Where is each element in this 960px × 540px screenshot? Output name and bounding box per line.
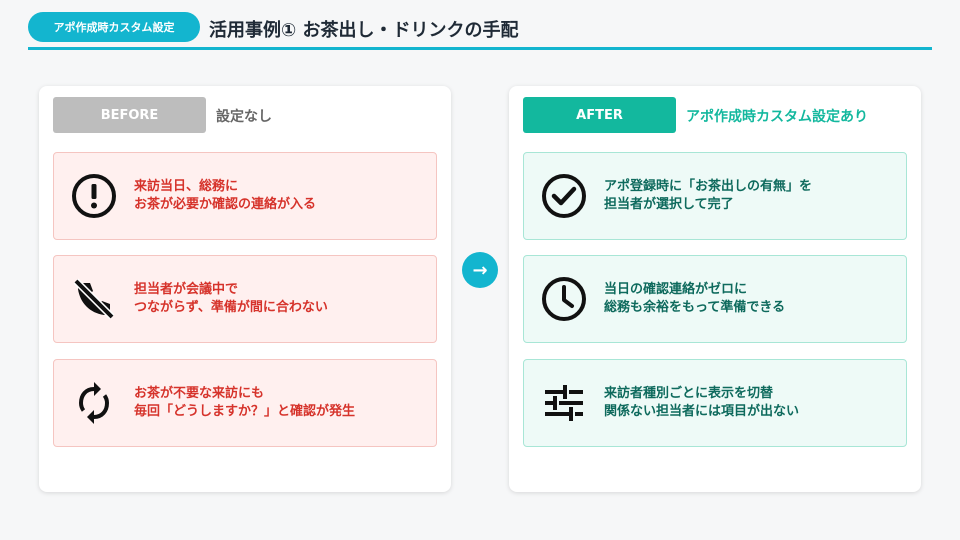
before-badge: BEFORE	[53, 97, 206, 133]
check-circle-icon	[540, 172, 588, 220]
sliders-icon	[540, 379, 588, 427]
arrow-right-icon: →	[462, 252, 498, 288]
card-line: アポ登録時に「お茶出しの有無」を	[604, 179, 813, 194]
after-card-1: アポ登録時に「お茶出しの有無」を 担当者が選択して完了	[523, 152, 907, 240]
card-line: 担当者が会議中で	[134, 282, 239, 297]
after-card-1-text: アポ登録時に「お茶出しの有無」を 担当者が選択して完了	[604, 178, 812, 214]
before-card-1-text: 来訪当日、総務に お茶が必要か確認の連絡が入る	[134, 178, 316, 214]
phone-disabled-icon	[70, 275, 118, 323]
after-panel-header: AFTER アポ作成時カスタム設定あり	[523, 97, 903, 133]
card-line: 当日の確認連絡がゼロに	[604, 282, 748, 297]
before-card-2: 担当者が会議中で つながらず、準備が間に合わない	[53, 255, 437, 343]
card-line: お茶が不要な来訪にも	[134, 386, 265, 401]
card-line: つながらず、準備が間に合わない	[134, 300, 328, 315]
page-title: 活用事例① お茶出し・ドリンクの手配	[209, 20, 519, 41]
after-note: アポ作成時カスタム設定あり	[686, 109, 868, 125]
card-line: 担当者が選択して完了	[604, 197, 734, 212]
card-line: 来訪者種別ごとに表示を切替	[604, 386, 774, 401]
after-card-2-text: 当日の確認連絡がゼロに 総務も余裕をもって準備できる	[604, 281, 785, 317]
before-card-3-text: お茶が不要な来訪にも 毎回「どうしますか？」と確認が発生	[134, 385, 355, 421]
exclamation-circle-icon	[70, 172, 118, 220]
card-line: 総務も余裕をもって準備できる	[604, 300, 786, 315]
after-card-3-text: 来訪者種別ごとに表示を切替 関係ない担当者には項目が出ない	[604, 385, 799, 421]
card-line: お茶が必要か確認の連絡が入る	[134, 197, 317, 212]
after-panel: AFTER アポ作成時カスタム設定あり アポ登録時に「お茶出しの有無」を 担当者…	[509, 86, 921, 492]
before-card-2-text: 担当者が会議中で つながらず、準備が間に合わない	[134, 281, 328, 317]
page-header: アポ作成時カスタム設定 活用事例① お茶出し・ドリンクの手配	[28, 12, 932, 50]
before-note: 設定なし	[216, 109, 272, 125]
clock-icon	[540, 275, 588, 323]
card-line: 来訪当日、総務に	[134, 179, 239, 194]
after-card-2: 当日の確認連絡がゼロに 総務も余裕をもって準備できる	[523, 255, 907, 343]
card-line: 毎回「どうしますか？」と確認が発生	[134, 404, 356, 419]
sync-icon	[70, 379, 118, 427]
before-panel-header: BEFORE 設定なし	[53, 97, 433, 133]
category-tag: アポ作成時カスタム設定	[28, 12, 200, 42]
after-badge: AFTER	[523, 97, 676, 133]
before-card-3: お茶が不要な来訪にも 毎回「どうしますか？」と確認が発生	[53, 359, 437, 447]
before-panel: BEFORE 設定なし 来訪当日、総務に お茶が必要か確認の連絡が入る 担当者が…	[39, 86, 451, 492]
after-card-3: 来訪者種別ごとに表示を切替 関係ない担当者には項目が出ない	[523, 359, 907, 447]
before-card-1: 来訪当日、総務に お茶が必要か確認の連絡が入る	[53, 152, 437, 240]
card-line: 関係ない担当者には項目が出ない	[604, 404, 800, 419]
